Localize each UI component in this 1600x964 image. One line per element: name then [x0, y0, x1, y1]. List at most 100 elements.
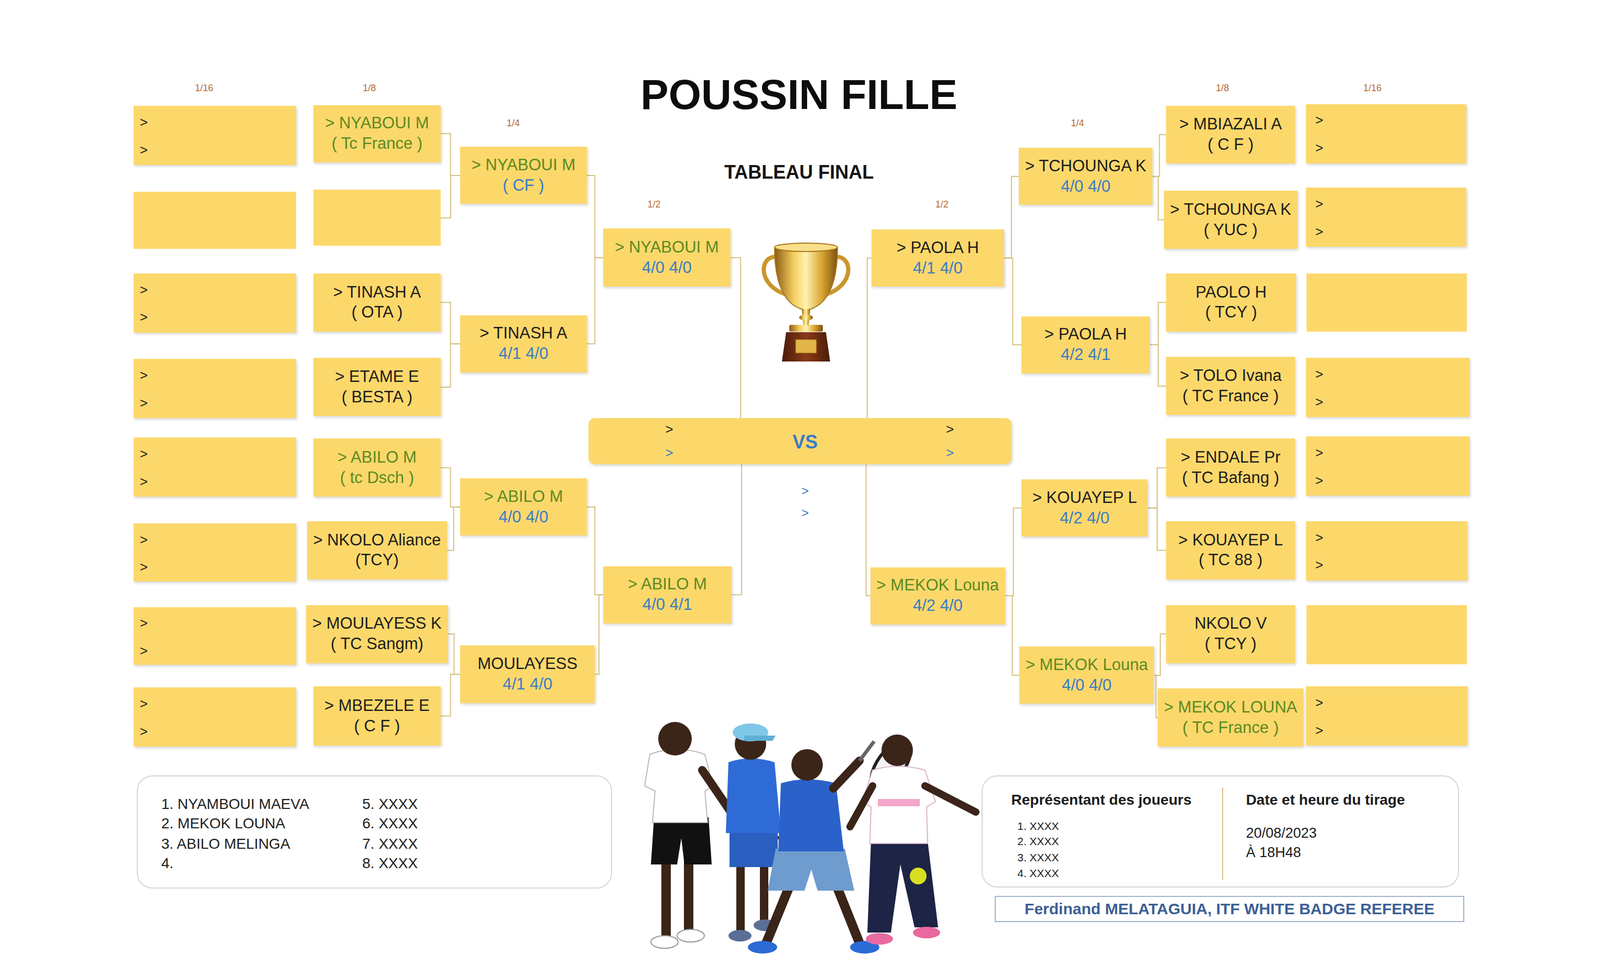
player-box: > ETAME E( BESTA ): [313, 357, 441, 417]
player-figure: [747, 941, 778, 954]
player-box: > KOUAYEP L4/2 4/0: [1021, 479, 1148, 537]
bracket-line: [1004, 258, 1022, 346]
empty-slot: [313, 189, 441, 246]
club-name: ( YUC ): [1203, 220, 1258, 241]
bracket-line: [440, 302, 461, 344]
score: 4/2 4/0: [1059, 508, 1110, 529]
entry-marker: >: [139, 473, 148, 491]
player-name: > ABILO M: [627, 574, 707, 595]
player-name: > NYABOUI M: [614, 237, 719, 258]
player-box: > MOULAYESS K( TC Sangm): [306, 605, 449, 664]
player-name: > MEKOK Louna: [876, 575, 1000, 596]
representative-entry: 4. XXXX: [1017, 866, 1059, 881]
round-label: 1/8: [1215, 83, 1229, 95]
round-label: 1/4: [506, 117, 520, 130]
player-figure: [791, 749, 823, 781]
player-box: > MEKOK Louna4/0 4/0: [1019, 646, 1155, 704]
entry-marker: >: [139, 308, 148, 326]
player-figure: [650, 817, 712, 865]
player-box: > TCHOUNGA K4/0 4/0: [1018, 147, 1153, 205]
entry-marker: >: [801, 505, 809, 521]
empty-slot: [1306, 273, 1467, 332]
bracket-line: [1004, 176, 1019, 259]
bracket-line: [1147, 508, 1167, 551]
final-match-box: >>VS>>: [588, 418, 1011, 465]
player-box: > NYABOUI M( Tc France ): [313, 105, 441, 163]
bracket-line: [1149, 344, 1167, 387]
round-label: 1/4: [1071, 117, 1085, 130]
player-figure: [850, 786, 873, 827]
score: 4/0 4/1: [642, 594, 693, 616]
player-figure: [865, 933, 894, 945]
player-box: > MBIAZALI A( C F ): [1166, 105, 1295, 163]
entry-marker: >: [139, 141, 148, 159]
first-round-slot: >>: [1305, 187, 1467, 247]
player-name: > NKOLO Aliance: [313, 530, 442, 551]
trophy-icon: [795, 339, 817, 354]
entry-marker: >: [139, 445, 148, 463]
player-name: PAOLO H: [1195, 282, 1267, 303]
trophy-icon: [763, 243, 848, 362]
seed-entry: 5. XXXX: [362, 795, 418, 814]
player-name: > ABILO M: [337, 447, 417, 468]
entry-marker: >: [139, 531, 148, 549]
club-name: ( TC 88 ): [1198, 550, 1263, 571]
bracket-line: [866, 464, 871, 596]
player-name: > KOUAYEP L: [1032, 487, 1138, 509]
player-name: > PAOLA H: [1044, 324, 1127, 345]
trophy-icon: [789, 324, 823, 332]
player-name: > MBIAZALI A: [1179, 114, 1282, 135]
entry-marker: >: [665, 420, 673, 439]
entry-marker: >: [139, 366, 148, 385]
seed-entry: 6. XXXX: [362, 814, 418, 833]
player-figure: [859, 741, 875, 761]
first-round-slot: >>: [133, 437, 297, 497]
empty-slot: [133, 189, 1467, 665]
entry-marker: >: [1315, 223, 1324, 241]
player-figure: [677, 929, 705, 943]
player-box: PAOLO H( TCY ): [1166, 273, 1296, 332]
player-box: > NYABOUI M( CF ): [460, 146, 587, 204]
player-figure: [767, 849, 855, 891]
draw-date: 20/08/2023: [1245, 824, 1317, 843]
score: 4/0 4/0: [1061, 675, 1112, 696]
player-name: > ETAME E: [334, 366, 420, 388]
player-name: > TINASH A: [333, 282, 421, 303]
entry-marker: >: [1315, 111, 1324, 129]
entry-marker: >: [1315, 393, 1324, 411]
player-name: > MOULAYESS K: [312, 613, 442, 635]
player-figure: [867, 841, 939, 933]
entry-marker: >: [139, 723, 148, 741]
seed-entry: 4.: [161, 854, 174, 873]
player-box: > TINASH A( OTA ): [313, 273, 441, 332]
entry-marker: >: [945, 444, 954, 462]
empty-slot: [133, 191, 297, 249]
score: 4/0 4/0: [1060, 176, 1111, 198]
player-figure: [728, 930, 752, 942]
player-figure: [862, 766, 936, 845]
first-round-slot: >>: [133, 358, 297, 419]
first-round-slot: >>: [133, 523, 297, 582]
bracket-line: [586, 257, 604, 345]
player-box: > ABILO M4/0 4/0: [460, 478, 587, 536]
player-name: NKOLO V: [1194, 613, 1267, 635]
first-round-slot: >>: [1305, 357, 1470, 418]
player-figure: [725, 723, 781, 942]
entry-marker: >: [1315, 472, 1324, 490]
draw-time: À 18H48: [1245, 844, 1301, 863]
bracket-line: [1005, 508, 1022, 596]
bracket-stub: [440, 175, 451, 219]
player-figure: [658, 722, 692, 756]
panel-divider: [1222, 787, 1224, 880]
player-figure: [912, 927, 941, 939]
score: 4/1 4/0: [912, 258, 963, 279]
club-name: ( TCY ): [1204, 634, 1257, 655]
player-name: > MBEZELE E: [324, 695, 430, 717]
club-name: ( BESTA ): [341, 387, 413, 408]
player-box: > MEKOK LOUNA( TC France ): [1157, 688, 1304, 747]
player-box: > TCHOUNGA K( YUC ): [1163, 190, 1298, 249]
bracket-line: [448, 634, 461, 675]
round-label: 1/16: [1363, 83, 1382, 95]
first-round-slot: >>: [133, 105, 297, 166]
trophy-icon: [799, 314, 813, 321]
